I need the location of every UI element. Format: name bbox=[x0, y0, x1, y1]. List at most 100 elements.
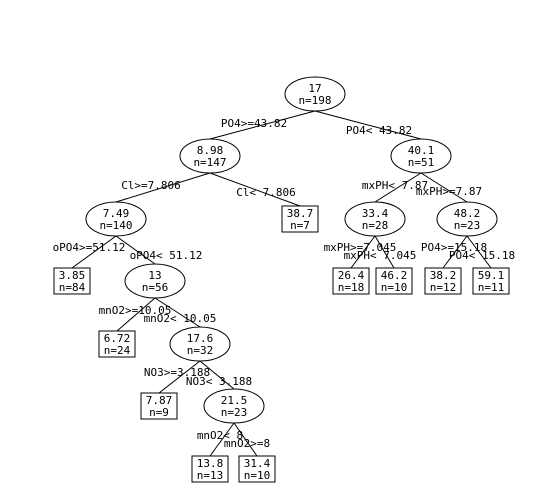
leaf-box bbox=[332, 267, 370, 295]
node-value: 8.98 bbox=[197, 144, 224, 157]
node-count: n=23 bbox=[221, 406, 248, 419]
node-value: 3.85 bbox=[59, 269, 86, 282]
node-value: 46.2 bbox=[381, 269, 408, 282]
tree-edge bbox=[71, 235, 117, 269]
tree-nodes: 17n=198 8.98n=147 40.1n=51 7.49n=140 38.7n=7… bbox=[53, 76, 510, 483]
node-count: n=13 bbox=[197, 469, 224, 482]
node-value: 59.1 bbox=[478, 269, 505, 282]
tree-edge bbox=[442, 235, 468, 269]
node-value: 17.6 bbox=[187, 332, 214, 345]
node-count: n=147 bbox=[193, 156, 226, 169]
node-ellipse bbox=[344, 201, 406, 237]
node-value: 33.4 bbox=[362, 207, 389, 220]
node-value: 7.87 bbox=[146, 394, 173, 407]
tree-edge bbox=[154, 297, 201, 328]
node-count: n=7 bbox=[290, 219, 310, 232]
split-label: Cl< 7.806 bbox=[236, 186, 296, 199]
leaf-box bbox=[424, 267, 462, 295]
node-ellipse bbox=[436, 201, 498, 237]
node-count: n=10 bbox=[381, 281, 408, 294]
split-label: mnO2>=10.05 bbox=[99, 304, 172, 317]
tree-edge bbox=[314, 110, 422, 140]
split-node: 21.5n=23 bbox=[203, 388, 265, 424]
leaf-box bbox=[281, 205, 319, 233]
node-value: 38.2 bbox=[430, 269, 457, 282]
tree-edge bbox=[233, 422, 258, 457]
leaf-node: 46.2n=10 bbox=[375, 267, 413, 295]
split-label: mxPH< 7.045 bbox=[344, 249, 417, 262]
split-label: PO4< 15.18 bbox=[449, 249, 515, 262]
node-count: n=32 bbox=[187, 344, 214, 357]
split-label: mnO2< 8 bbox=[197, 429, 243, 442]
leaf-box bbox=[191, 455, 229, 483]
node-count: n=11 bbox=[478, 281, 505, 294]
split-label: mxPH>=7.87 bbox=[416, 185, 482, 198]
leaf-box bbox=[140, 392, 178, 420]
leaf-node: 13.8n=13 bbox=[191, 455, 229, 483]
split-node: 40.1n=51 bbox=[390, 138, 452, 174]
tree-edge bbox=[158, 360, 201, 394]
split-label: mxPH< 7.87 bbox=[362, 179, 428, 192]
split-node: 13n=56 bbox=[124, 263, 186, 299]
split-node: 17n=198 bbox=[284, 76, 346, 112]
split-node: 33.4n=28 bbox=[344, 201, 406, 237]
leaf-node: 59.1n=11 bbox=[472, 267, 510, 295]
tree-edge bbox=[374, 172, 422, 203]
node-count: n=56 bbox=[142, 281, 169, 294]
split-label: NO3>=3.188 bbox=[144, 366, 210, 379]
node-ellipse bbox=[390, 138, 452, 174]
node-count: n=9 bbox=[149, 406, 169, 419]
tree-edge bbox=[420, 172, 468, 203]
split-node: 7.49n=140 bbox=[85, 201, 147, 237]
node-count: n=10 bbox=[244, 469, 271, 482]
node-value: 26.4 bbox=[338, 269, 365, 282]
split-label: mnO2< 10.05 bbox=[144, 312, 217, 325]
tree-edge bbox=[115, 235, 156, 265]
leaf-node: 7.87n=9 bbox=[140, 392, 178, 420]
node-value: 13 bbox=[148, 269, 161, 282]
split-label: Cl>=7.806 bbox=[121, 179, 181, 192]
leaf-node: 38.7n=7 bbox=[281, 205, 319, 233]
node-count: n=84 bbox=[59, 281, 86, 294]
node-ellipse bbox=[203, 388, 265, 424]
node-value: 17 bbox=[308, 82, 321, 95]
node-count: n=51 bbox=[408, 156, 435, 169]
tree-edge bbox=[115, 172, 211, 203]
split-label: mxPH>=7.045 bbox=[324, 241, 397, 254]
node-ellipse bbox=[179, 138, 241, 174]
node-value: 13.8 bbox=[197, 457, 224, 470]
node-value: 6.72 bbox=[104, 332, 131, 345]
node-count: n=24 bbox=[104, 344, 131, 357]
split-label: PO4>=15.18 bbox=[421, 241, 487, 254]
leaf-box bbox=[472, 267, 510, 295]
split-label: NO3< 3.188 bbox=[186, 375, 252, 388]
node-value: 21.5 bbox=[221, 394, 248, 407]
leaf-box bbox=[53, 267, 91, 295]
split-label: PO4>=43.82 bbox=[221, 117, 287, 130]
node-count: n=18 bbox=[338, 281, 365, 294]
node-value: 7.49 bbox=[103, 207, 130, 220]
leaf-box bbox=[98, 330, 136, 358]
node-value: 38.7 bbox=[287, 207, 314, 220]
node-count: n=28 bbox=[362, 219, 389, 232]
tree-edge bbox=[199, 360, 235, 390]
tree-edge bbox=[466, 235, 492, 269]
split-label: PO4< 43.82 bbox=[346, 124, 412, 137]
tree-edge bbox=[209, 422, 235, 457]
split-label: oPO4>=51.12 bbox=[53, 241, 126, 254]
tree-edge bbox=[209, 172, 301, 207]
split-label: mnO2>=8 bbox=[224, 437, 270, 450]
leaf-node: 38.2n=12 bbox=[424, 267, 462, 295]
node-ellipse bbox=[124, 263, 186, 299]
node-count: n=12 bbox=[430, 281, 457, 294]
tree-edge bbox=[116, 297, 156, 332]
split-node: 17.6n=32 bbox=[169, 326, 231, 362]
tree-edge bbox=[350, 235, 376, 269]
leaf-node: 31.4n=10 bbox=[238, 455, 276, 483]
node-count: n=198 bbox=[298, 94, 331, 107]
node-count: n=140 bbox=[99, 219, 132, 232]
split-node: 8.98n=147 bbox=[179, 138, 241, 174]
tree-edge bbox=[374, 235, 395, 269]
